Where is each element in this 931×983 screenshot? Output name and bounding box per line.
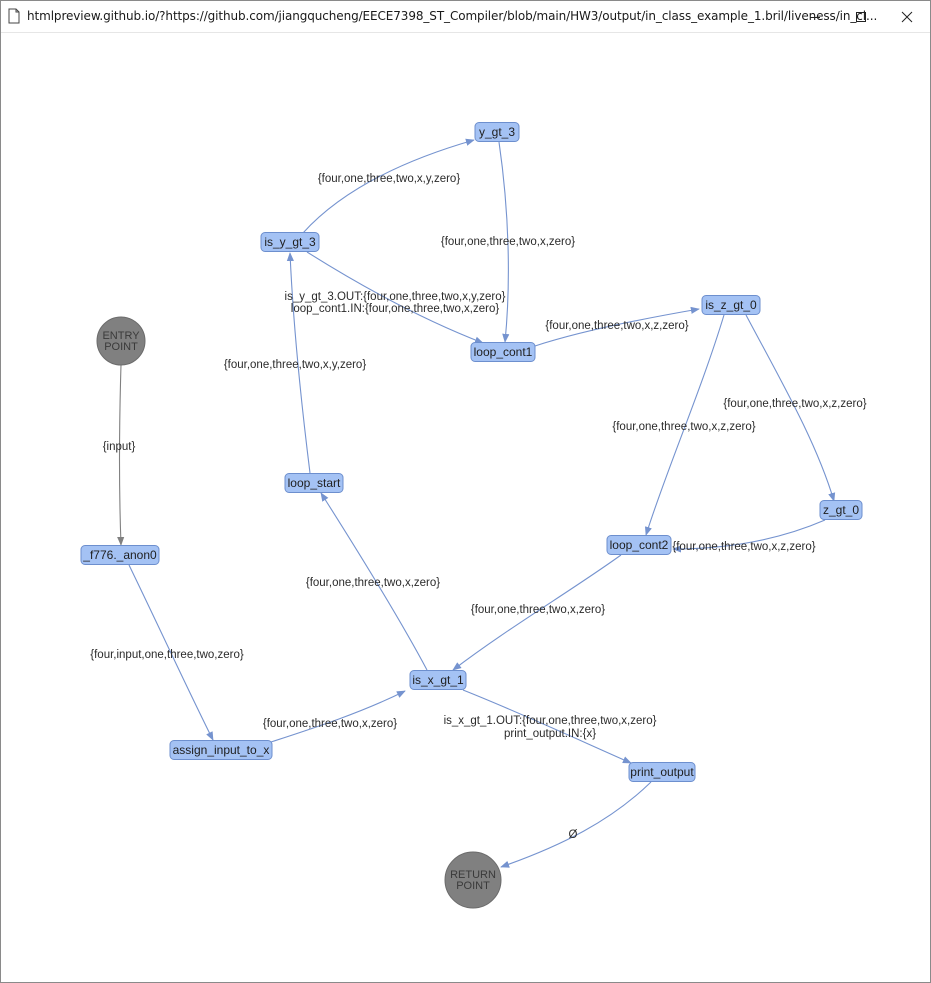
edge-label-print-to-ret: Ø bbox=[569, 829, 578, 841]
edge-zgt0-to-loopcont2 bbox=[672, 519, 826, 553]
edge-loopcont2-to-isx bbox=[452, 554, 622, 671]
node-loopcont1-label: loop_cont1 bbox=[474, 345, 533, 359]
node-isx-label: is_x_gt_1 bbox=[412, 673, 464, 687]
edge-entry-to-anon0 bbox=[117, 364, 125, 546]
node-loopstart-shape bbox=[284, 473, 344, 493]
node-entry-label: POINT bbox=[104, 341, 138, 353]
node-zgt0-label: z_gt_0 bbox=[823, 503, 859, 517]
node-loopstart-label: loop_start bbox=[288, 476, 341, 490]
minimize-button[interactable] bbox=[792, 1, 838, 32]
edge-label-isz-to-loopcont2: {four,one,three,two,x,z,zero} bbox=[612, 421, 755, 433]
node-loopcont2[interactable]: loop_cont2 bbox=[606, 535, 672, 555]
node-isx-shape bbox=[409, 670, 467, 690]
maximize-icon bbox=[856, 11, 866, 22]
edge-anon0-to-assign bbox=[128, 564, 214, 741]
node-loopcont2-shape bbox=[606, 535, 672, 555]
node-ret-label: POINT bbox=[456, 880, 490, 892]
node-assign-shape bbox=[169, 740, 273, 760]
node-zgt0-shape bbox=[819, 500, 863, 520]
edge-loopstart-to-isy bbox=[286, 252, 311, 474]
edge-label-loopcont1-to-isz: {four,one,three,two,x,z,zero} bbox=[545, 320, 688, 332]
cfg-liveness-graph[interactable]: {input} {four,input,one,three,two,zero} {f… bbox=[1, 33, 930, 982]
edge-label-zgt0-to-loopcont2: {four,one,three,two,x,z,zero} bbox=[672, 541, 815, 553]
node-ygt3-shape bbox=[474, 122, 520, 142]
node-isy-label: is_y_gt_3 bbox=[264, 235, 316, 249]
node-anon0-label: _f776._anon0 bbox=[82, 548, 157, 562]
edge-label-isy-to-loopcont1: loop_cont1.IN:{four,one,three,two,x,zero… bbox=[291, 303, 500, 315]
node-isz[interactable]: is_z_gt_0 bbox=[701, 295, 761, 315]
edge-isy-to-loopcont1 bbox=[306, 251, 484, 344]
node-loopstart[interactable]: loop_start bbox=[284, 473, 344, 493]
edge-label-anon0-to-assign: {four,input,one,three,two,zero} bbox=[90, 649, 244, 661]
node-assign-label: assign_input_to_x bbox=[173, 743, 270, 757]
edge-label-isx-to-print: print_output.IN:{x} bbox=[504, 728, 596, 740]
node-isz-label: is_z_gt_0 bbox=[705, 298, 757, 312]
page-content: {input} {four,input,one,three,two,zero} {f… bbox=[1, 33, 930, 982]
edge-print-to-ret bbox=[500, 781, 652, 868]
edge-isz-to-zgt0 bbox=[745, 314, 836, 502]
node-loopcont1-shape bbox=[470, 342, 536, 362]
node-entry-shape bbox=[96, 316, 146, 366]
edge-isz-to-loopcont2 bbox=[644, 314, 725, 536]
node-isy-shape bbox=[260, 232, 320, 252]
edge-label-isy-to-ygt3: {four,one,three,two,x,y,zero} bbox=[318, 173, 461, 185]
close-icon bbox=[901, 11, 913, 22]
edge-label-isy-to-loopcont1: is_y_gt_3.OUT:{four,one,three,two,x,y,ze… bbox=[285, 291, 506, 303]
close-button[interactable] bbox=[884, 1, 930, 32]
minimize-icon bbox=[810, 16, 820, 18]
node-entry-label: ENTRY bbox=[102, 330, 140, 342]
edge-isy-to-ygt3 bbox=[302, 138, 475, 234]
node-ret-shape bbox=[444, 851, 502, 909]
edge-label-loopstart-to-isy: {four,one,three,two,x,y,zero} bbox=[224, 359, 367, 371]
node-assign[interactable]: assign_input_to_x bbox=[169, 740, 273, 760]
edge-label-assign-to-isx: {four,one,three,two,x,zero} bbox=[263, 718, 397, 730]
edge-label-loopcont2-to-isx: {four,one,three,two,x,zero} bbox=[471, 604, 605, 616]
edge-isx-to-loopstart bbox=[320, 492, 428, 671]
node-print-shape bbox=[628, 762, 696, 782]
edge-label-entry-to-anon0: {input} bbox=[103, 441, 136, 453]
node-isz-shape bbox=[701, 295, 761, 315]
edge-label-ygt3-to-loopcont1: {four,one,three,two,x,zero} bbox=[441, 236, 575, 248]
node-loopcont2-label: loop_cont2 bbox=[610, 538, 669, 552]
edge-label-isx-to-loopstart: {four,one,three,two,x,zero} bbox=[306, 577, 440, 589]
node-zgt0[interactable]: z_gt_0 bbox=[819, 500, 863, 520]
node-isy[interactable]: is_y_gt_3 bbox=[260, 232, 320, 252]
edge-isx-to-print bbox=[462, 689, 632, 764]
node-print-label: print_output bbox=[630, 765, 694, 779]
window-title: htmlpreview.github.io/?https://github.co… bbox=[27, 9, 878, 23]
edge-ygt3-to-loopcont1 bbox=[498, 141, 510, 343]
node-anon0[interactable]: _f776._anon0 bbox=[80, 545, 160, 565]
node-ret-label: RETURN bbox=[450, 869, 496, 881]
edge-label-isz-to-zgt0: {four,one,three,two,x,z,zero} bbox=[723, 398, 866, 410]
node-ygt3[interactable]: y_gt_3 bbox=[474, 122, 520, 142]
maximize-button[interactable] bbox=[838, 1, 884, 32]
node-anon0-shape bbox=[80, 545, 160, 565]
page-icon bbox=[8, 8, 20, 24]
node-isx[interactable]: is_x_gt_1 bbox=[409, 670, 467, 690]
node-loopcont1[interactable]: loop_cont1 bbox=[470, 342, 536, 362]
node-print[interactable]: print_output bbox=[628, 762, 696, 782]
edge-assign-to-isx bbox=[270, 690, 406, 743]
edge-label-isx-to-print: is_x_gt_1.OUT:{four,one,three,two,x,zero… bbox=[444, 715, 657, 727]
node-ygt3-label: y_gt_3 bbox=[479, 125, 515, 139]
title-bar[interactable]: htmlpreview.github.io/?https://github.co… bbox=[1, 1, 930, 33]
edge-loopcont1-to-isz bbox=[534, 306, 700, 347]
